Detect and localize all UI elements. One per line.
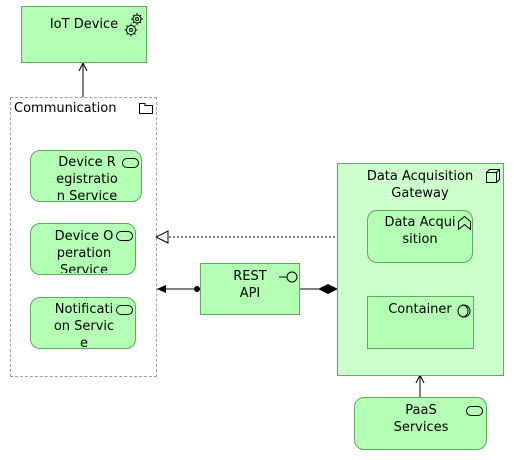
folder-icon bbox=[139, 103, 153, 118]
gateway-label: Data Acquisition Gateway bbox=[366, 169, 474, 201]
gears-icon bbox=[124, 12, 144, 42]
device-registration-service[interactable]: Device Registration Service bbox=[30, 150, 142, 202]
device-operation-label: Device Operation Service bbox=[54, 229, 114, 273]
composition-diamond bbox=[318, 284, 338, 294]
node-cube-icon bbox=[486, 169, 500, 187]
communication-group[interactable]: Communication bbox=[10, 97, 157, 377]
notification-label: Notification Service bbox=[53, 302, 115, 347]
data-acquisition-function[interactable]: Data Acquisition bbox=[367, 210, 473, 263]
lollipop-interface-icon bbox=[279, 271, 299, 287]
device-registration-label: Device Registration Service bbox=[56, 155, 118, 200]
communication-label: Communication bbox=[14, 101, 117, 116]
rest-connector-dot bbox=[194, 286, 200, 292]
container-label: Container bbox=[388, 302, 452, 317]
service-pill-icon bbox=[116, 304, 133, 319]
service-pill-icon bbox=[116, 230, 133, 245]
paas-services-label: PaaS Services bbox=[393, 403, 449, 435]
notification-service[interactable]: Notification Service bbox=[30, 297, 136, 349]
container-box[interactable]: Container bbox=[367, 296, 474, 349]
container-icon bbox=[457, 304, 471, 322]
iot-device-box[interactable]: IoT Device bbox=[21, 6, 147, 63]
function-chevron-icon bbox=[458, 215, 471, 234]
service-pill-icon bbox=[122, 157, 139, 172]
device-operation-service[interactable]: Device Operation Service bbox=[30, 223, 136, 275]
rest-api-interface[interactable]: REST API bbox=[200, 263, 300, 315]
service-pill-icon bbox=[466, 405, 483, 420]
paas-services[interactable]: PaaS Services bbox=[354, 397, 487, 450]
rest-api-label: REST API bbox=[233, 269, 267, 301]
data-acquisition-label: Data Acquisition bbox=[384, 215, 456, 247]
iot-device-label: IoT Device bbox=[49, 17, 119, 32]
